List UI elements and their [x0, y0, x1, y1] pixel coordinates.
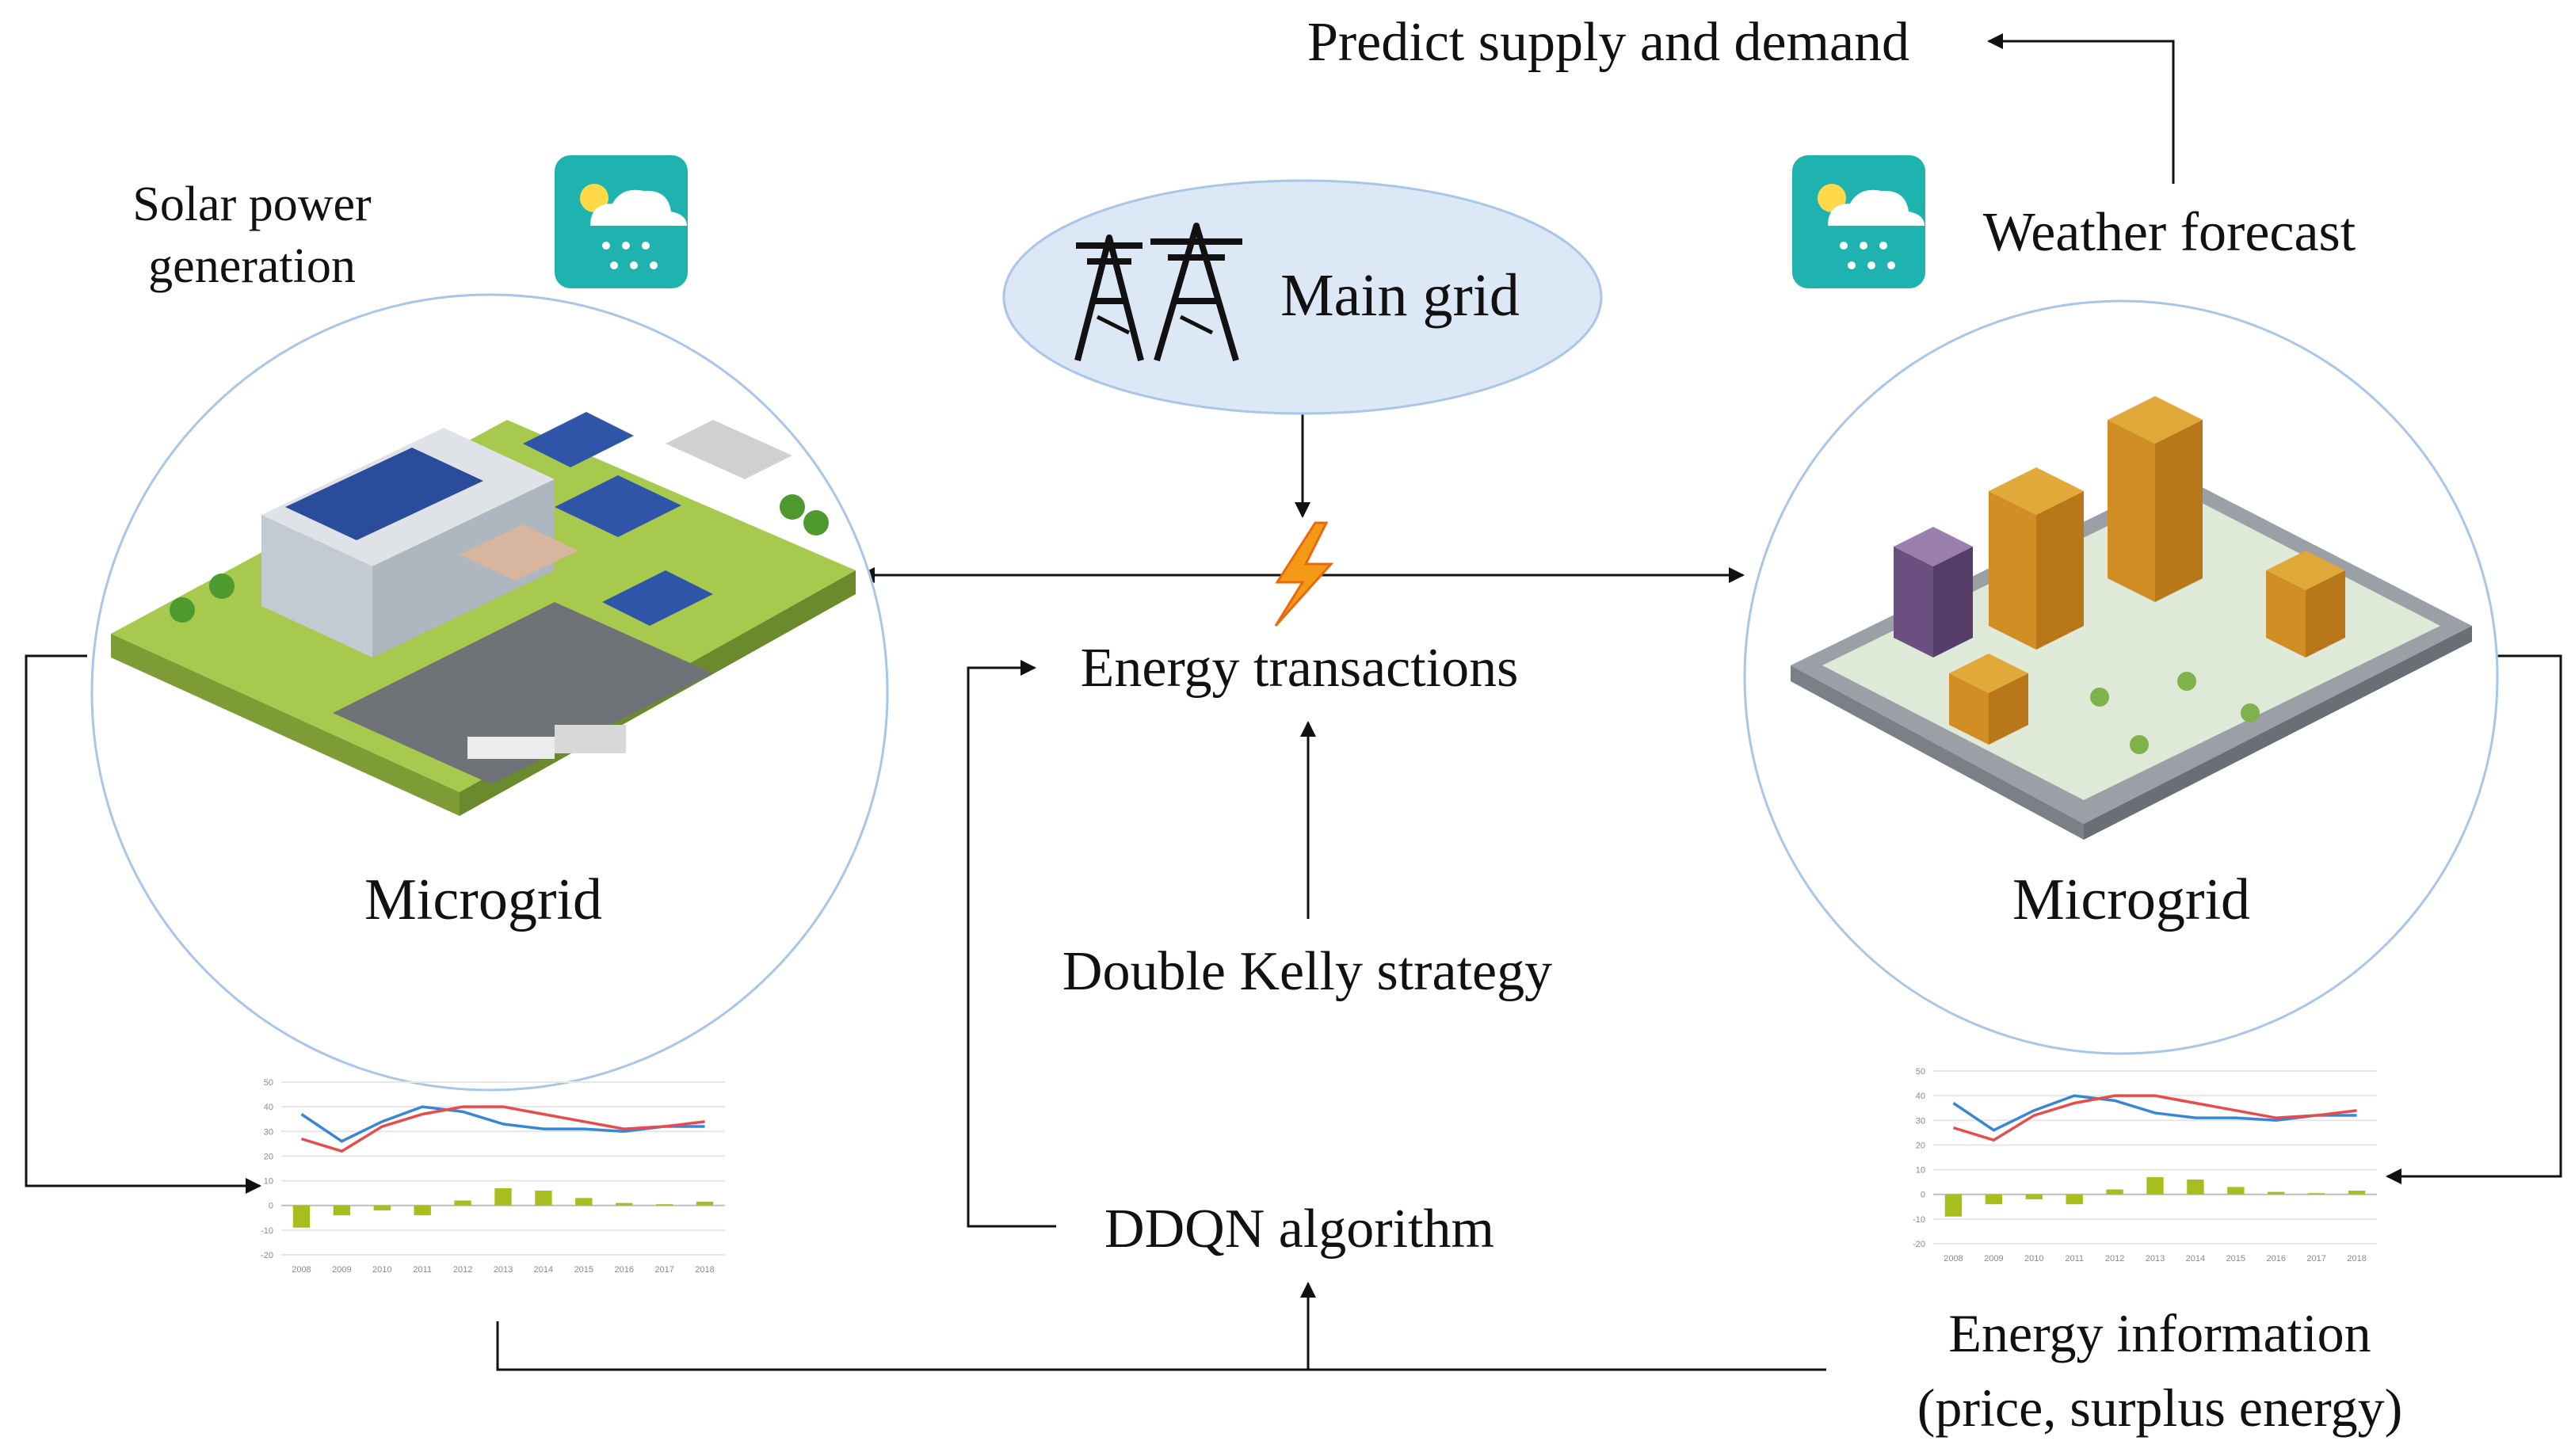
bar	[2066, 1194, 2083, 1205]
bar	[333, 1205, 351, 1216]
bar	[2268, 1191, 2285, 1195]
bar	[494, 1187, 512, 1206]
weather-icon	[555, 155, 688, 288]
y-tick-label: 10	[1916, 1166, 1925, 1176]
lightning-icon	[1274, 521, 1334, 627]
x-tick-label: 2011	[413, 1265, 432, 1275]
microgrid-left-label: Microgrid	[364, 867, 602, 932]
bar	[2106, 1189, 2123, 1195]
y-tick-label: -10	[261, 1226, 273, 1236]
y-tick-label: 20	[1916, 1141, 1925, 1150]
series-line	[300, 1105, 705, 1143]
x-tick-label: 2015	[2226, 1254, 2245, 1264]
y-tick-label: 0	[1921, 1191, 1925, 1200]
x-tick-label: 2009	[1984, 1254, 2003, 1264]
solar-label-line1: Solar power	[132, 177, 372, 231]
y-tick-label: -20	[1913, 1240, 1925, 1249]
y-tick-label: 50	[264, 1078, 273, 1088]
y-tick-label: -10	[1913, 1215, 1925, 1225]
x-tick-label: 2014	[2186, 1254, 2205, 1264]
y-tick-label: 50	[1916, 1067, 1925, 1077]
bar	[414, 1205, 431, 1216]
bar	[292, 1205, 311, 1228]
x-tick-label: 2010	[372, 1265, 391, 1275]
bar	[454, 1200, 471, 1206]
y-tick-label: 30	[1916, 1116, 1925, 1126]
bar	[575, 1198, 593, 1206]
bar	[2187, 1180, 2204, 1195]
arrow-weather-to-predict	[1987, 33, 2175, 184]
arrow-right-microgrid-to-chart	[2386, 654, 2562, 1184]
weather-icon	[1792, 155, 1925, 288]
bar	[2348, 1191, 2366, 1195]
x-tick-label: 2015	[574, 1265, 593, 1275]
bar	[1944, 1194, 1963, 1217]
x-tick-label: 2017	[2306, 1254, 2325, 1264]
factory-illustration	[111, 412, 856, 816]
energy-info-line1: Energy information	[1948, 1303, 2371, 1363]
x-tick-label: 2018	[695, 1265, 714, 1275]
ddqn-label: DDQN algorithm	[1104, 1199, 1494, 1260]
main-grid-node: Main grid	[1002, 179, 1603, 415]
predict-supply-demand-label: Predict supply and demand	[1307, 12, 1909, 73]
y-tick-label: 0	[269, 1202, 273, 1211]
x-tick-label: 2010	[2024, 1254, 2043, 1264]
energy-transactions-label: Energy transactions	[1081, 638, 1519, 699]
bar	[373, 1205, 391, 1210]
bar	[2146, 1176, 2164, 1195]
bar	[696, 1202, 714, 1206]
microgrid-left: Microgrid	[90, 293, 889, 1092]
bar	[616, 1203, 633, 1206]
microgrid-right: Microgrid	[1743, 299, 2499, 1055]
city-illustration	[1791, 396, 2472, 840]
y-tick-label: 20	[264, 1152, 273, 1161]
energy-info-line2: (price, surplus energy)	[1917, 1378, 2402, 1438]
bar	[2307, 1193, 2325, 1195]
x-tick-label: 2013	[2146, 1254, 2165, 1264]
x-tick-label: 2012	[453, 1265, 472, 1275]
y-tick-label: 10	[264, 1177, 273, 1187]
x-tick-label: 2018	[2347, 1254, 2366, 1264]
x-tick-label: 2013	[494, 1265, 513, 1275]
series-line	[1952, 1094, 2357, 1142]
bar	[2025, 1194, 2043, 1199]
x-tick-label: 2016	[2266, 1254, 2285, 1264]
x-tick-label: 2008	[292, 1265, 311, 1275]
arrow-info-to-ddqn	[496, 1283, 1826, 1371]
x-tick-label: 2016	[614, 1265, 633, 1275]
series-line	[300, 1105, 705, 1153]
x-tick-label: 2014	[534, 1265, 553, 1275]
solar-label-line2: generation	[148, 239, 356, 293]
y-tick-label: 40	[1916, 1092, 1925, 1101]
y-tick-label: 40	[264, 1103, 273, 1112]
pylon-icon	[1074, 223, 1242, 362]
x-tick-label: 2012	[2105, 1254, 2124, 1264]
bar	[2227, 1187, 2245, 1195]
weather-forecast-label: Weather forecast	[1983, 202, 2356, 263]
microgrid-right-label: Microgrid	[2012, 867, 2250, 932]
bar	[1985, 1194, 2003, 1205]
bar	[655, 1204, 673, 1206]
main-grid-label: Main grid	[1280, 262, 1520, 329]
arrow-left-microgrid-to-chart	[25, 654, 261, 1194]
series-line	[1952, 1094, 2357, 1132]
x-tick-label: 2011	[2065, 1254, 2084, 1264]
bar	[535, 1191, 552, 1206]
x-tick-label: 2009	[332, 1265, 351, 1275]
x-tick-label: 2008	[1944, 1254, 1963, 1264]
x-tick-label: 2017	[654, 1265, 673, 1275]
y-tick-label: -20	[261, 1251, 273, 1260]
y-tick-label: 30	[264, 1127, 273, 1137]
double-kelly-label: Double Kelly strategy	[1062, 941, 1552, 1002]
arrow-ddqn-to-transactions	[967, 660, 1056, 1228]
